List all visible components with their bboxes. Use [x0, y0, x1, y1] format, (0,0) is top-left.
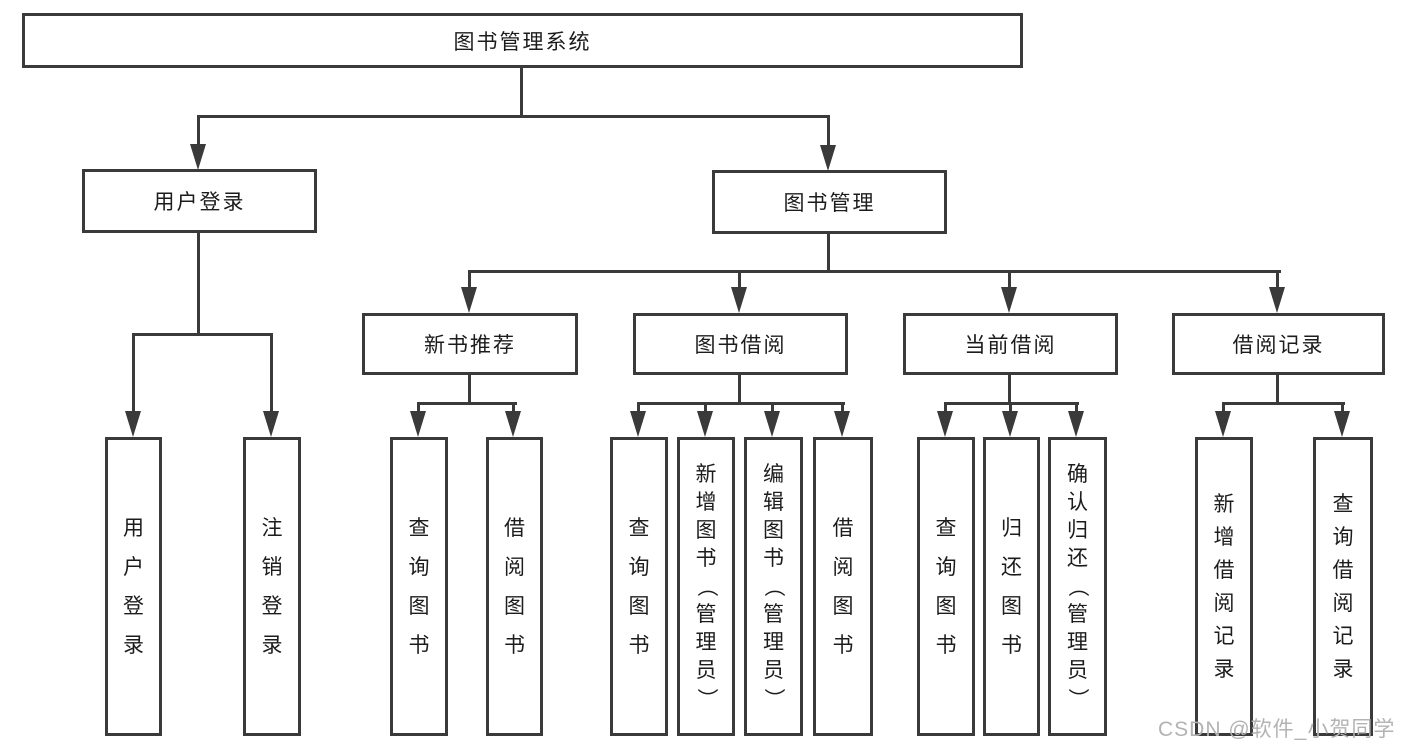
edge-groupB-drop-1	[637, 402, 640, 414]
edge-groupB-stem	[738, 374, 741, 405]
leaf-query-books-current: 查询图书	[917, 437, 975, 736]
arrow-down-icon	[1068, 411, 1084, 437]
leaf-return-books-label: 归还图书	[1001, 516, 1022, 657]
edge-groupB-drop-2	[704, 402, 707, 414]
leaf-add-book-admin-label: 新增图书（管理员）	[694, 463, 718, 709]
edge-userlogin-stem	[197, 231, 200, 336]
edge-groupD-drop-1	[1222, 402, 1225, 414]
edge-groupB-drop-3	[771, 402, 774, 414]
arrow-down-icon	[461, 287, 477, 313]
leaf-logout: 注销登录	[243, 437, 301, 736]
leaf-borrow-books-recommend-label: 借阅图书	[504, 516, 525, 657]
edge-bookmgmt-stem	[827, 233, 830, 273]
node-current-borrow-label: 当前借阅	[964, 334, 1057, 357]
node-root-label: 图书管理系统	[453, 30, 592, 54]
leaf-user-login-label: 用户登录	[123, 516, 144, 657]
edge-groupD-rail	[1222, 402, 1345, 405]
arrow-down-icon	[410, 411, 426, 437]
leaf-confirm-return-admin: 确认归还（管理员）	[1048, 437, 1107, 736]
leaf-query-books-borrow: 查询图书	[610, 437, 668, 736]
arrow-down-icon	[731, 287, 747, 313]
leaf-logout-label: 注销登录	[261, 516, 283, 657]
edge-userlogin-rail	[132, 333, 273, 336]
arrow-down-icon	[820, 145, 836, 171]
arrow-down-icon	[505, 411, 521, 437]
leaf-query-borrow-record: 查询借阅记录	[1313, 437, 1373, 736]
node-new-book-recommend: 新书推荐	[362, 313, 578, 375]
leaf-confirm-return-admin-label: 确认归还（管理员）	[1066, 463, 1089, 709]
node-book-borrow: 图书借阅	[633, 313, 848, 375]
arrow-down-icon	[1215, 411, 1231, 437]
node-book-management-label: 图书管理	[783, 192, 876, 215]
edge-groupA-rail	[417, 402, 517, 405]
arrow-down-icon	[937, 411, 953, 437]
leaf-edit-book-admin: 编辑图书（管理员）	[744, 437, 803, 736]
node-borrow-records: 借阅记录	[1172, 313, 1385, 375]
node-borrow-records-label: 借阅记录	[1232, 334, 1325, 357]
leaf-return-books: 归还图书	[983, 437, 1040, 736]
edge-groupD-stem	[1276, 374, 1279, 405]
leaf-query-books-recommend-label: 查询图书	[408, 516, 430, 657]
arrow-down-icon	[764, 411, 780, 437]
edge-groupB-rail	[637, 402, 845, 405]
edge-groupB-drop-4	[841, 402, 844, 414]
edge-userlogin-drop-2	[270, 333, 273, 413]
leaf-user-login: 用户登录	[105, 437, 162, 736]
arrow-down-icon	[630, 411, 646, 437]
edge-groupC-drop-2	[1009, 402, 1012, 414]
arrow-down-icon	[125, 411, 141, 437]
node-book-borrow-label: 图书借阅	[694, 334, 787, 357]
edge-userlogin-drop-1	[132, 333, 135, 413]
arrow-down-icon	[697, 411, 713, 437]
node-new-book-recommend-label: 新书推荐	[424, 334, 516, 357]
arrow-down-icon	[1269, 287, 1285, 313]
node-book-management: 图书管理	[712, 170, 947, 234]
edge-root-drop-left	[197, 115, 200, 148]
edge-root-rail	[197, 115, 830, 118]
leaf-add-book-admin: 新增图书（管理员）	[677, 437, 735, 736]
leaf-query-books-recommend: 查询图书	[390, 437, 448, 736]
leaf-edit-book-admin-label: 编辑图书（管理员）	[762, 463, 785, 709]
node-user-login: 用户登录	[82, 169, 317, 233]
edge-bookmgmt-drop-1	[468, 270, 471, 292]
arrow-down-icon	[1001, 287, 1017, 313]
arrow-down-icon	[263, 411, 279, 437]
leaf-borrow-books-borrow: 借阅图书	[813, 437, 873, 736]
arrow-down-icon	[1334, 411, 1350, 437]
edge-bookmgmt-drop-4	[1276, 270, 1279, 292]
edge-bookmgmt-drop-3	[1008, 270, 1011, 292]
arrow-down-icon	[1002, 411, 1018, 437]
leaf-add-borrow-record-label: 新增借阅记录	[1213, 492, 1235, 681]
leaf-query-borrow-record-label: 查询借阅记录	[1332, 492, 1354, 681]
edge-groupD-drop-2	[1341, 402, 1344, 414]
leaf-query-books-borrow-label: 查询图书	[628, 516, 650, 657]
edge-groupC-drop-3	[1075, 402, 1078, 414]
edge-groupA-drop-1	[417, 402, 420, 414]
leaf-borrow-books-borrow-label: 借阅图书	[832, 516, 854, 657]
edge-root-stem	[520, 67, 523, 118]
edge-bookmgmt-drop-2	[738, 270, 741, 292]
leaf-borrow-books-recommend: 借阅图书	[486, 437, 543, 736]
edge-bookmgmt-rail	[468, 270, 1281, 273]
edge-root-drop-right	[827, 115, 830, 148]
edge-groupC-stem	[1008, 374, 1011, 405]
edge-groupA-stem	[468, 374, 471, 405]
edge-groupA-drop-2	[512, 402, 515, 414]
leaf-query-books-current-label: 查询图书	[935, 516, 957, 657]
arrow-down-icon	[190, 144, 206, 170]
node-user-login-label: 用户登录	[153, 191, 246, 214]
leaf-add-borrow-record: 新增借阅记录	[1195, 437, 1253, 736]
node-root: 图书管理系统	[22, 13, 1023, 68]
csdn-watermark: CSDN @软件_小贺同学	[1158, 718, 1396, 741]
node-current-borrow: 当前借阅	[903, 313, 1118, 375]
arrow-down-icon	[834, 411, 850, 437]
edge-groupC-drop-1	[944, 402, 947, 414]
